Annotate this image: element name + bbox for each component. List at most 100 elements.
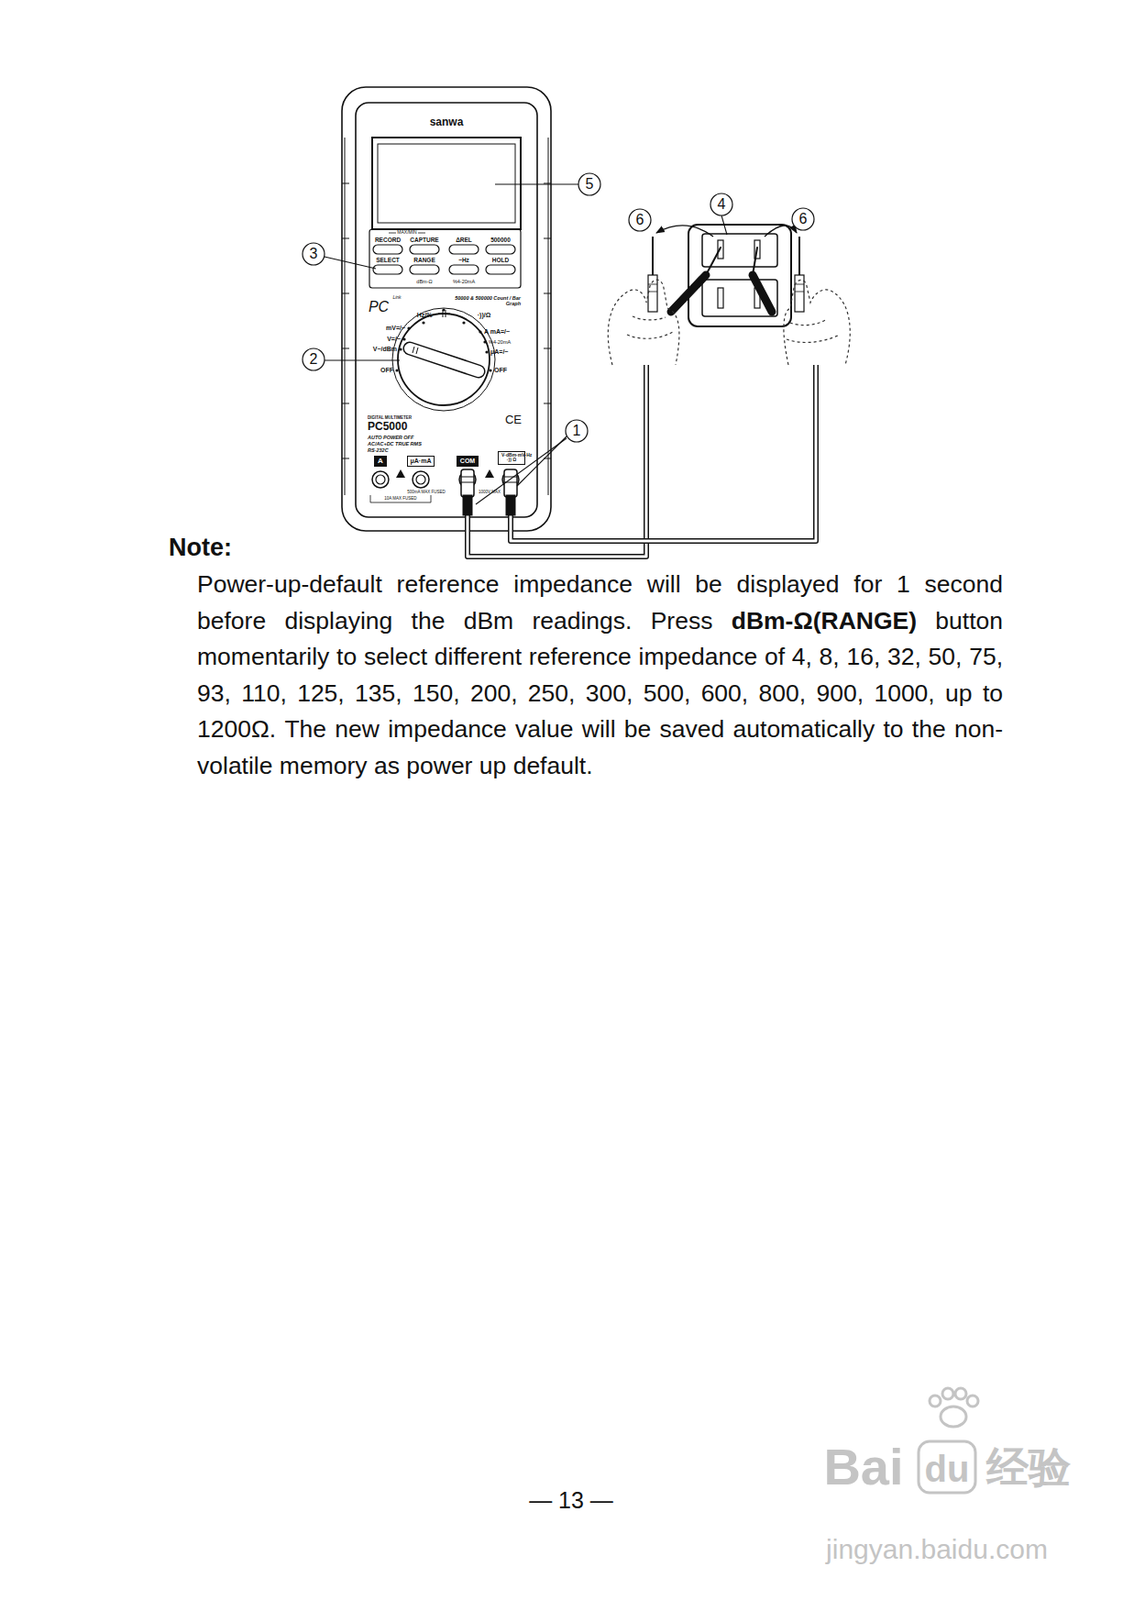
illustration-stroke bbox=[510, 364, 816, 541]
probes-in-outlet bbox=[671, 247, 772, 312]
page-number: — 13 — bbox=[528, 1486, 614, 1514]
model-text: AC/AC+DC TRUE RMS bbox=[367, 440, 422, 447]
illustration-stroke bbox=[484, 350, 488, 353]
illustration-stroke bbox=[648, 275, 658, 312]
illustration-stroke bbox=[409, 264, 440, 275]
illustration-stroke bbox=[449, 244, 479, 254]
illustration-stroke bbox=[372, 471, 389, 488]
button-label: 500000 bbox=[490, 236, 511, 243]
illustration-stroke bbox=[409, 244, 440, 254]
terminal-label-box: μA·mA bbox=[407, 455, 436, 467]
display bbox=[372, 137, 521, 230]
illustration-stroke bbox=[752, 247, 758, 276]
dial-label: %4-20mA bbox=[488, 339, 511, 345]
button-label: MAX/MIN bbox=[396, 230, 417, 236]
illustration-stroke bbox=[798, 236, 801, 276]
illustration-stroke bbox=[955, 1387, 967, 1399]
terminal-rating: 500mA MAX FUSED bbox=[407, 489, 446, 495]
logo: Link bbox=[392, 295, 401, 301]
callout-number: 2 bbox=[309, 351, 319, 368]
note-heading: Note: bbox=[168, 533, 232, 562]
button-label: CAPTURE bbox=[409, 236, 439, 243]
button-label: ΔREL bbox=[455, 236, 473, 243]
illustration-stroke bbox=[485, 264, 516, 275]
illustration-stroke bbox=[504, 469, 518, 497]
callout-leaders bbox=[324, 184, 727, 505]
dial-label: V~/dBm bbox=[373, 345, 397, 353]
illustration-stroke bbox=[369, 229, 521, 288]
illustration-stroke bbox=[485, 244, 516, 254]
illustration-stroke bbox=[627, 316, 673, 339]
illustration-stroke bbox=[397, 313, 490, 406]
warning-triangles bbox=[396, 469, 495, 478]
illustration-stroke bbox=[524, 374, 530, 386]
callout-number: 6 bbox=[799, 210, 808, 228]
terminal-rating: 10A MAX FUSED bbox=[384, 495, 417, 501]
illustration-stroke bbox=[438, 309, 451, 318]
illustration-stroke bbox=[484, 469, 495, 478]
terminal-label: μA·mA bbox=[410, 457, 432, 465]
count-note: 50000 & 500000 Count / Bar Graph bbox=[454, 295, 521, 308]
illustration-stroke bbox=[717, 287, 724, 309]
input-terminals bbox=[370, 471, 519, 503]
illustration-stroke bbox=[409, 348, 479, 372]
illustration-stroke bbox=[721, 215, 727, 235]
callout-circles bbox=[302, 173, 815, 442]
callout-number: 3 bbox=[309, 245, 319, 263]
rotary-dial bbox=[392, 308, 530, 411]
illustration-stroke bbox=[565, 419, 588, 442]
illustration-stroke bbox=[392, 308, 496, 411]
illustration-stroke bbox=[786, 319, 838, 342]
illustration-stroke bbox=[370, 495, 431, 503]
illustration-stroke bbox=[324, 359, 400, 361]
button-panel bbox=[369, 229, 521, 288]
illustration-stroke bbox=[461, 476, 518, 483]
illustration-stroke bbox=[396, 469, 406, 478]
terminal-label: A bbox=[377, 457, 384, 466]
hands bbox=[607, 279, 850, 365]
illustration-stroke bbox=[302, 348, 325, 371]
illustration-stroke bbox=[651, 236, 654, 276]
illustration-stroke bbox=[942, 1387, 954, 1399]
illustration-stroke bbox=[416, 474, 426, 485]
illustration-stroke bbox=[461, 469, 474, 497]
illustration-stroke bbox=[409, 348, 479, 372]
watermark: Bai bbox=[823, 1437, 903, 1497]
illustration-stroke bbox=[967, 1395, 979, 1407]
callout-number: 4 bbox=[717, 196, 727, 213]
illustration-stroke bbox=[375, 474, 386, 485]
terminal-label: COM bbox=[460, 457, 475, 465]
illustration-stroke bbox=[355, 102, 538, 518]
illustration-stroke bbox=[940, 1406, 967, 1427]
ce-mark: CE bbox=[505, 413, 522, 428]
illustration-stroke bbox=[705, 247, 721, 276]
dial-label: ·))/Ω bbox=[477, 311, 492, 320]
illustration-stroke bbox=[395, 308, 492, 372]
illustration-stroke bbox=[792, 208, 815, 231]
illustration-stroke bbox=[395, 368, 398, 372]
button-sublabel: %4-20mA bbox=[452, 278, 475, 285]
illustration-stroke bbox=[412, 346, 419, 354]
dial-label: A mA=/~ bbox=[484, 328, 510, 336]
illustration-stroke bbox=[607, 279, 680, 365]
dial-label: OFF bbox=[380, 366, 394, 375]
illustration-stroke bbox=[764, 225, 797, 237]
dial-label: V=/~ bbox=[386, 335, 401, 343]
probes-held-upright bbox=[648, 236, 804, 312]
button-label: HOLD bbox=[492, 256, 509, 264]
terminal-label: V·dBm·mV·Hz ·)) Ω bbox=[501, 452, 522, 463]
illustration-stroke bbox=[495, 183, 579, 185]
illustration-stroke bbox=[783, 279, 850, 365]
model-name: PC5000 bbox=[367, 420, 408, 434]
illustration-stroke bbox=[794, 284, 804, 292]
illustration-stroke bbox=[412, 471, 430, 488]
callout-number: 6 bbox=[636, 211, 645, 229]
dial-label: mV=/~ bbox=[385, 324, 406, 332]
illustration-stroke bbox=[373, 244, 403, 254]
button-label: RANGE bbox=[413, 256, 435, 264]
illustration-stroke bbox=[656, 225, 714, 237]
watermark-graphics bbox=[918, 1387, 979, 1493]
illustration-stroke bbox=[918, 1441, 976, 1493]
dial-label: OFF bbox=[494, 366, 507, 375]
